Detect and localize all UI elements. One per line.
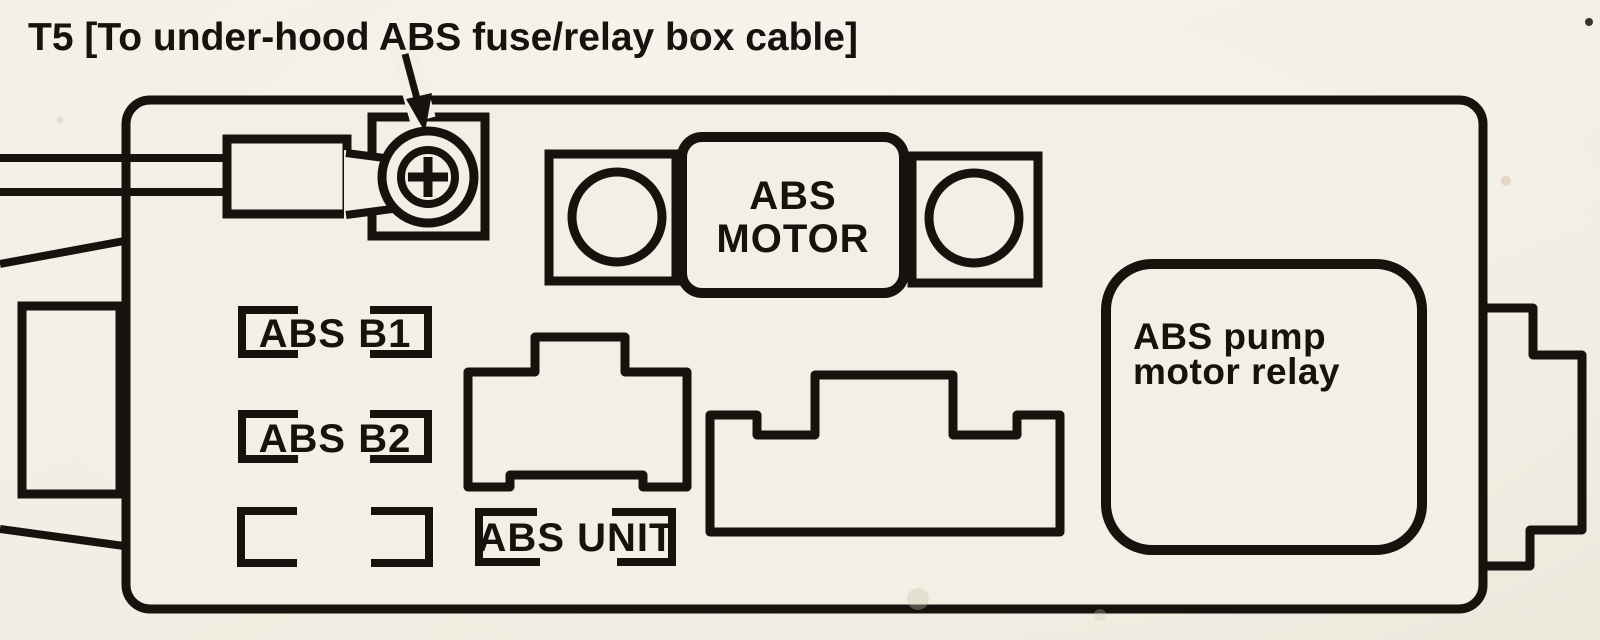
- arrow-head: [406, 93, 432, 132]
- multi-pin-connector-shape: [705, 370, 1065, 537]
- fuse-b2-right-bracket: [370, 410, 432, 463]
- speckle: [1585, 18, 1593, 26]
- t5-screw-terminal: [344, 112, 490, 241]
- terminal-neck-bottom: [345, 205, 393, 219]
- abs-pump-motor-relay: ABS pump motor relay: [1101, 259, 1427, 555]
- abs-unit-connector: ABS UNIT: [463, 332, 692, 566]
- fuse-slot-empty: [237, 507, 433, 567]
- abs-motor-label-line1: ABS: [749, 174, 836, 218]
- cable-entry: [0, 134, 352, 219]
- speckle: [692, 33, 698, 39]
- abs-motor-left-lug: [544, 149, 681, 286]
- fuse-b2-left-bracket: [238, 410, 298, 463]
- screw-head: [397, 146, 459, 208]
- fuse-abs-b1: ABS B1: [238, 306, 432, 358]
- relay-label-line1: ABS pump: [1133, 316, 1326, 357]
- fuse-abs-b2: ABS B2: [238, 410, 432, 463]
- abs-motor-fuse-body: [677, 132, 909, 298]
- speckle: [1094, 609, 1106, 621]
- multi-pin-connector: [705, 370, 1065, 537]
- callout-arrow: [389, 40, 436, 132]
- cable-sleeve: [222, 134, 352, 219]
- abs-motor-right-hole: [924, 168, 1024, 268]
- abs-unit-label-left-bracket: [475, 508, 540, 566]
- right-mounting-tab: [1483, 303, 1587, 571]
- boot-upper-edge: [0, 237, 125, 268]
- abs-unit-label-right-bracket: [612, 508, 676, 566]
- speckle: [907, 588, 929, 610]
- empty-slot-right-bracket: [371, 507, 433, 567]
- boot-lower-edge: [0, 525, 125, 550]
- boot-body: [17, 301, 125, 499]
- abs-motor-left-hole: [567, 167, 667, 267]
- abs-unit-label: ABS UNIT: [478, 516, 675, 560]
- fuse-b1-label: ABS B1: [259, 312, 412, 356]
- fuse-b2-label: ABS B2: [259, 417, 412, 461]
- speckle: [57, 117, 63, 123]
- abs-motor-fuse: ABS MOTOR: [544, 132, 1043, 298]
- relay-label-line2: motor relay: [1133, 351, 1340, 392]
- scan-speckles: [57, 18, 1593, 621]
- abs-motor-right-lug: [907, 151, 1043, 288]
- abs-unit-connector-shape: [463, 332, 692, 492]
- fuse-b1-right-bracket: [370, 306, 432, 358]
- abs-motor-label-line2: MOTOR: [716, 217, 869, 261]
- left-cable-boot: [0, 237, 125, 550]
- relay-body: [1101, 259, 1427, 555]
- speckle: [1501, 176, 1511, 186]
- diagram-title: T5 [To under-hood ABS fuse/relay box cab…: [28, 16, 858, 59]
- fuse-b1-left-bracket: [238, 306, 298, 358]
- empty-slot-left-bracket: [237, 507, 297, 567]
